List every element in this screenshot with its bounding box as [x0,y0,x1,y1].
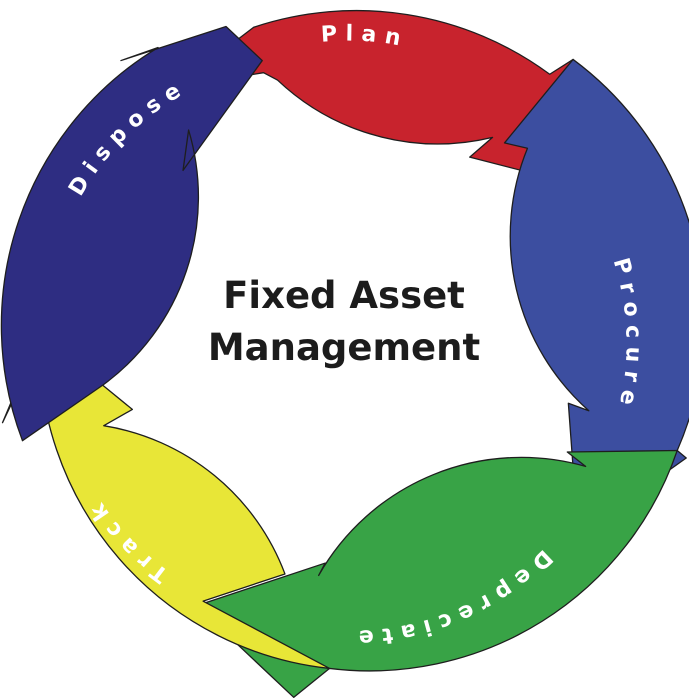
depreciate-arrow [195,449,678,698]
diagram-title: Fixed Asset Management [144,270,544,374]
title-line-1: Fixed Asset [223,274,465,317]
dispose-arrow [0,25,263,442]
title-line-2: Management [207,326,481,369]
